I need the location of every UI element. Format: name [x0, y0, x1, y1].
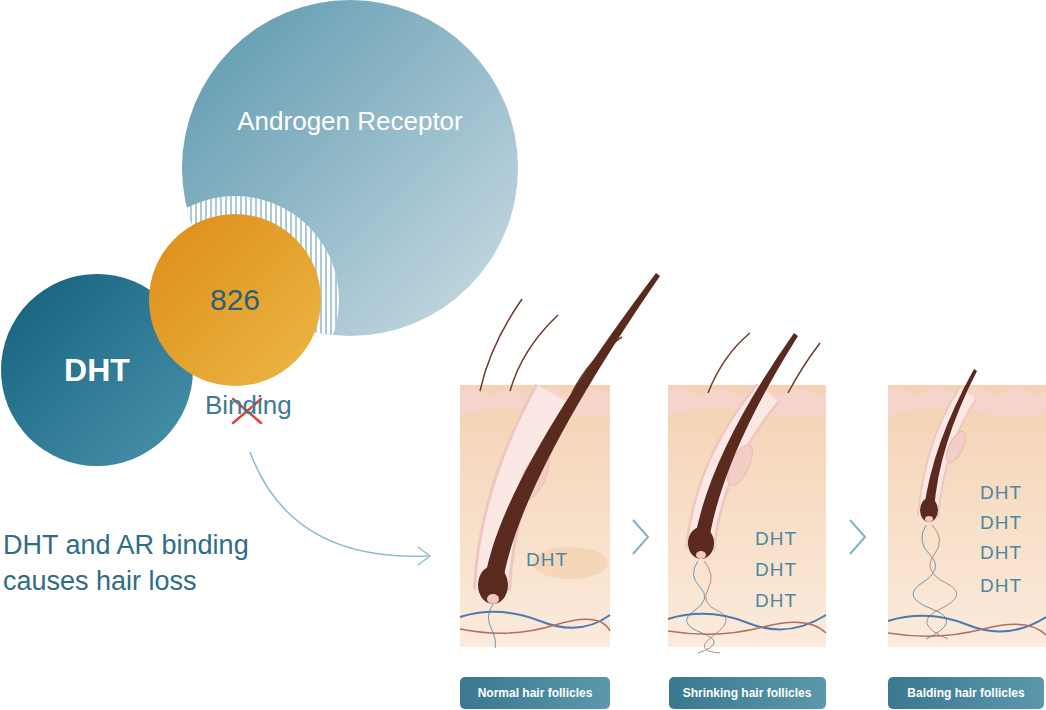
node-text: Shrinking hair follicles [683, 686, 812, 700]
label-text: DHT [980, 542, 1022, 563]
balding-follicle-illustration-part [888, 616, 1046, 632]
compound-circle-fill [149, 214, 321, 386]
normal-follicle-illustration-part [510, 315, 558, 391]
shrinking-follicle-illustration-part [668, 614, 826, 630]
balding-follicle-illustration-part [925, 516, 933, 522]
hormone-label: DHT [755, 528, 797, 551]
hatch-stroke [340, 184, 341, 416]
normal-follicle-illustration-part [480, 299, 522, 391]
caption-note: DHT and AR binding causes hair loss [3, 527, 313, 600]
normal-follicle-illustration-part [460, 619, 610, 633]
label-text: DHT [755, 559, 797, 580]
compound-circle: 826 [149, 214, 321, 386]
shrinking-follicle-illustration-part [668, 622, 826, 634]
balding-follicle-illustration-part [888, 624, 1046, 636]
balding-follicle-illustration-part [920, 498, 938, 522]
label-text: DHT [980, 512, 1022, 533]
hatch-stroke [335, 184, 336, 416]
normal-follicle-illustration-part [460, 385, 610, 647]
label-text: DHT and AR binding causes hair loss [3, 530, 249, 596]
balding-follicle-illustration-part [888, 385, 1046, 647]
hormone-label: DHT [980, 542, 1022, 565]
node-text: DHT [64, 351, 130, 389]
shrinking-follicle-illustration-part [704, 561, 726, 653]
normal-follicle-illustration-part [487, 594, 499, 604]
binding-label: Binding [205, 390, 292, 421]
normal-follicle-illustration-part [478, 566, 508, 604]
flow-arrow [250, 452, 430, 565]
hormone-label: DHT [980, 482, 1022, 505]
label-text: Binding [205, 390, 292, 420]
node-text: Balding hair follicles [907, 686, 1024, 700]
hatch-stroke [330, 184, 331, 416]
step-chevron-part [850, 520, 865, 554]
stage-label-box: Normal hair follicles [460, 677, 610, 709]
label-text: DHT [526, 549, 568, 570]
hormone-label: DHT [755, 590, 797, 613]
balding-follicle-illustration [888, 369, 1046, 647]
hatch-stroke [325, 184, 326, 416]
hormone-label: DHT [755, 559, 797, 582]
normal-follicle-illustration [460, 273, 660, 648]
node-text: 826 [210, 282, 260, 318]
stage-label-box: Shrinking hair follicles [669, 677, 826, 709]
stage-label-box: Balding hair follicles [888, 677, 1044, 709]
normal-follicle-illustration-part [488, 604, 495, 648]
flow-arrow-part [418, 547, 430, 565]
shrinking-follicle-illustration-part [688, 527, 714, 559]
receptor-circle-fill [182, 0, 518, 336]
hormone-label: DHT [980, 575, 1022, 598]
node-text: Androgen Receptor [237, 106, 462, 137]
label-text: DHT [755, 590, 797, 611]
balding-follicle-illustration-part [927, 525, 957, 639]
flow-arrow-part [250, 452, 428, 556]
step-chevron-part [633, 520, 648, 554]
shrinking-follicle-illustration-part [694, 333, 798, 547]
label-text: DHT [980, 575, 1022, 596]
balding-follicle-illustration-part [913, 525, 947, 639]
normal-follicle-illustration-part [484, 273, 660, 587]
label-text: DHT [755, 528, 797, 549]
shrinking-follicle-illustration [668, 333, 828, 653]
shrinking-follicle-illustration-part [708, 333, 750, 393]
balding-follicle-illustration-part [924, 369, 977, 511]
hatch-stroke [345, 184, 346, 416]
shrinking-follicle-illustration-part [687, 561, 714, 653]
shrinking-follicle-illustration-part [696, 551, 706, 559]
hormone-circle-fill [1, 274, 193, 466]
hormone-label: DHT [526, 549, 568, 572]
shrinking-follicle-illustration-part [788, 343, 820, 393]
node-text: Normal hair follicles [478, 686, 593, 700]
label-text: DHT [980, 482, 1022, 503]
hormone-label: DHT [980, 512, 1022, 535]
